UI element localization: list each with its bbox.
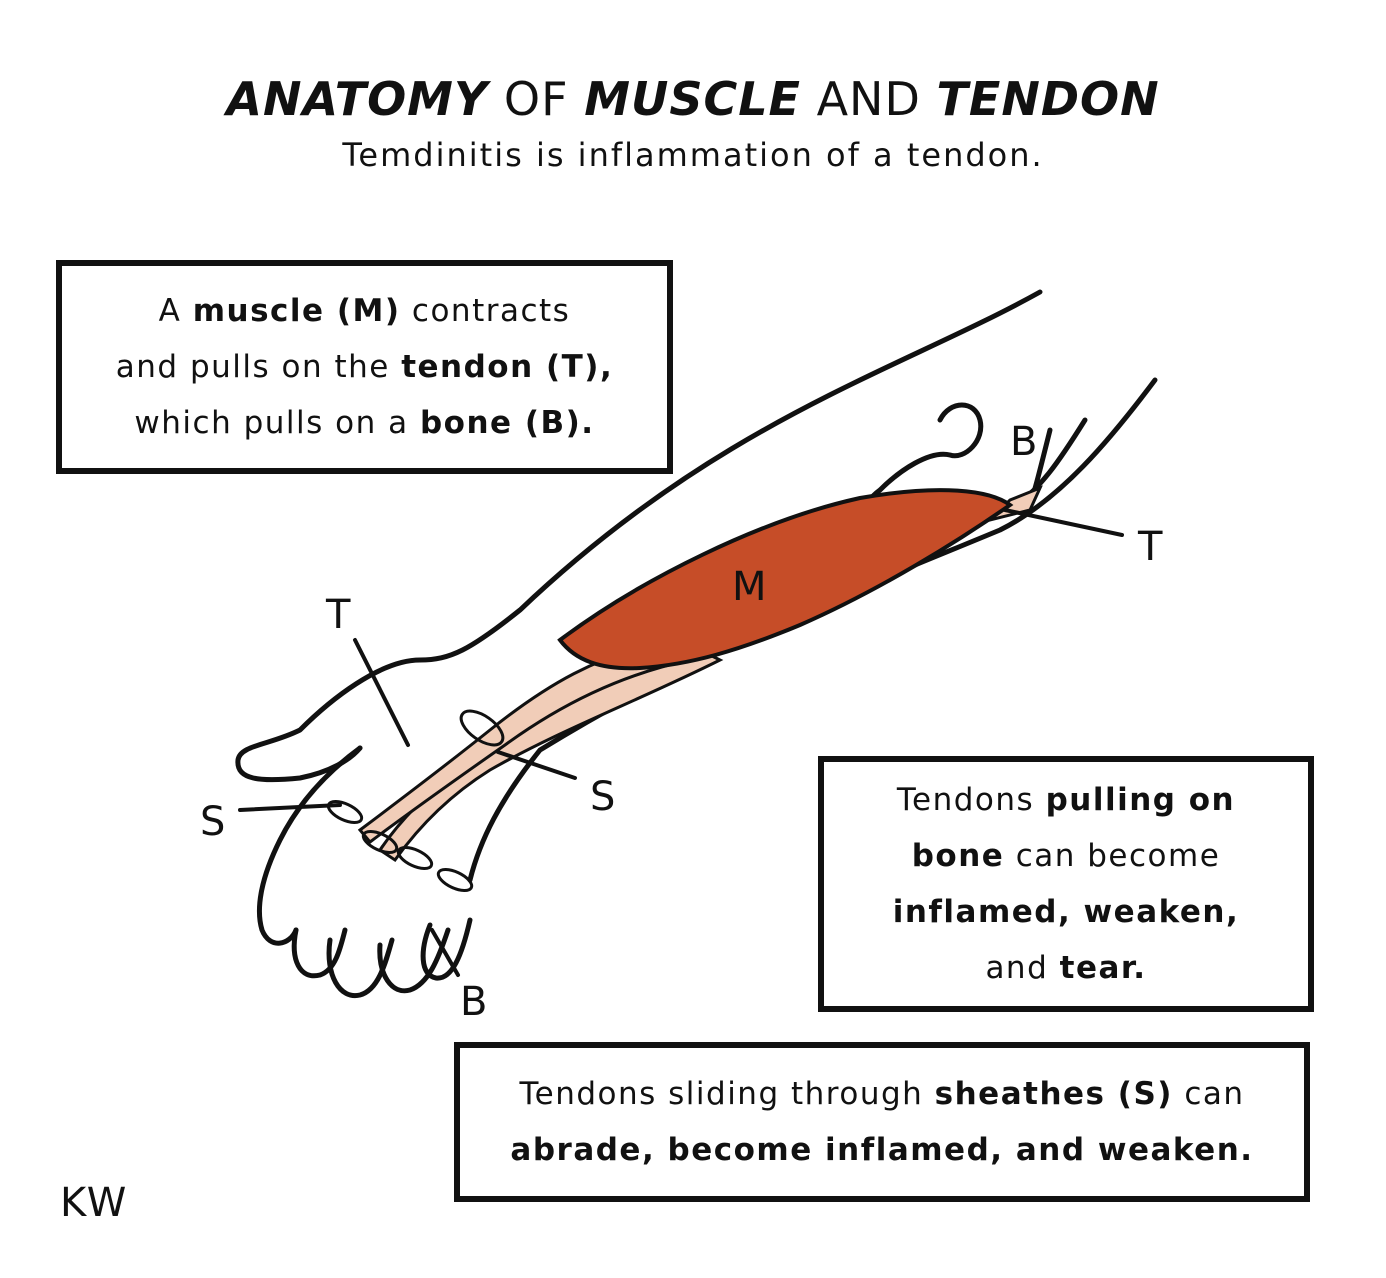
finger-1 <box>291 927 348 979</box>
arm-upper-contour <box>235 289 1043 783</box>
label-bone-bottom: B <box>460 979 487 1025</box>
pointer-sheath-right <box>496 750 577 780</box>
label-sheath-left: S <box>200 799 225 845</box>
label-bone-top: B <box>1010 419 1037 465</box>
wrist-sheath <box>459 709 505 747</box>
label-sheath-right: S <box>590 774 615 820</box>
forearm-muscle <box>557 488 1014 671</box>
tendon-bundle-upper <box>377 648 724 863</box>
title-word-tendon: TENDON <box>936 72 1160 126</box>
bone-pulling-explanation-box: Tendons pulling on bone can become infla… <box>818 756 1314 1012</box>
title-word-anatomy: ANATOMY <box>226 72 489 126</box>
bone-pulling-text: Tendons pulling on bone can become infla… <box>892 782 1240 986</box>
title-word-muscle: MUSCLE <box>584 72 801 126</box>
finger-sheath-2 <box>361 829 399 855</box>
finger-3 <box>377 927 451 994</box>
label-tendon-left: T <box>325 592 351 638</box>
label-tendon-top: T <box>1137 524 1163 570</box>
pointer-tendon-top <box>1003 508 1124 537</box>
finger-sheath-3 <box>396 845 434 871</box>
page-subtitle: Temdinitis is inflammation of a tendon. <box>342 136 1044 174</box>
pointer-bone-bottom <box>430 928 460 977</box>
sheath-explanation-box: Tendons sliding through sheathes (S) can… <box>454 1042 1310 1202</box>
contraction-explanation-box: A muscle (M) contracts and pulls on the … <box>56 260 673 474</box>
contraction-text: A muscle (M) contracts and pulls on the … <box>115 293 614 441</box>
finger-sheath-1 <box>326 799 364 825</box>
pointer-sheath-left <box>238 803 342 812</box>
hand-contour <box>256 745 363 946</box>
finger-4 <box>420 917 473 981</box>
title-word-and: AND <box>816 72 921 126</box>
title-word-of: OF <box>503 72 569 126</box>
label-muscle: M <box>732 564 767 610</box>
finger-2 <box>326 937 395 999</box>
pointer-tendon-left <box>353 638 410 747</box>
artist-signature: KW <box>60 1180 129 1226</box>
sheath-text: Tendons sliding through sheathes (S) can… <box>510 1076 1254 1168</box>
finger-sheath-4 <box>436 867 474 893</box>
page-title: ANATOMY OF MUSCLE AND TENDON <box>0 72 1386 126</box>
